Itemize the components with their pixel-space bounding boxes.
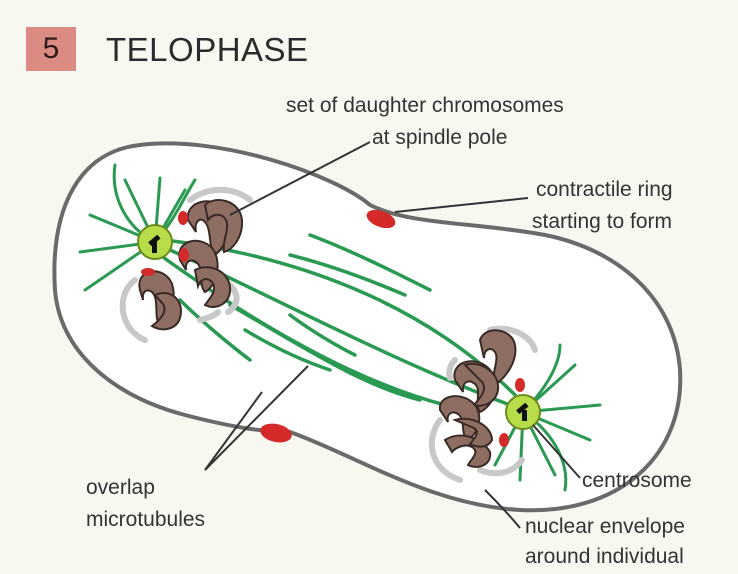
leader-contractile-ring <box>394 197 529 213</box>
label-nuclear-envelope-line1: nuclear envelope <box>525 515 685 538</box>
label-centrosome: centrosome <box>582 469 692 492</box>
stage-number-badge: 5 <box>26 27 76 71</box>
chromosome <box>463 362 500 407</box>
label-overlap-line1: overlap <box>86 476 155 499</box>
right-centrosome <box>505 394 541 430</box>
leader-centrosome <box>532 424 581 479</box>
leader-daughter-chromosomes <box>229 141 371 216</box>
stage-title: TELOPHASE <box>106 31 309 68</box>
leader-lines <box>204 141 581 529</box>
label-overlap-line2: microtubules <box>86 508 205 531</box>
label-nuclear-envelope-line2: around individual <box>525 545 684 568</box>
label-daughter-chromosomes-line2: at spindle pole <box>372 126 507 149</box>
left-nuclear-envelope <box>119 186 253 343</box>
right-daughter-chromosomes <box>438 329 517 468</box>
chromosome <box>150 292 182 331</box>
label-daughter-chromosomes-line1: set of daughter chromosomes <box>286 94 564 117</box>
left-centrosome <box>137 224 173 260</box>
leader-nuclear-envelope <box>484 489 521 529</box>
label-contractile-ring-line2: starting to form <box>532 210 672 233</box>
chromosome <box>452 417 494 448</box>
leader-overlap-1 <box>204 391 263 471</box>
label-contractile-ring-line1: contractile ring <box>536 178 673 201</box>
leader-overlap-2 <box>204 365 309 471</box>
contractile-ring-bottom <box>260 423 292 443</box>
chromosome <box>193 266 232 308</box>
contractile-ring-top <box>366 209 396 229</box>
right-nuclear-envelope <box>428 325 538 483</box>
kinetochores <box>141 211 525 447</box>
